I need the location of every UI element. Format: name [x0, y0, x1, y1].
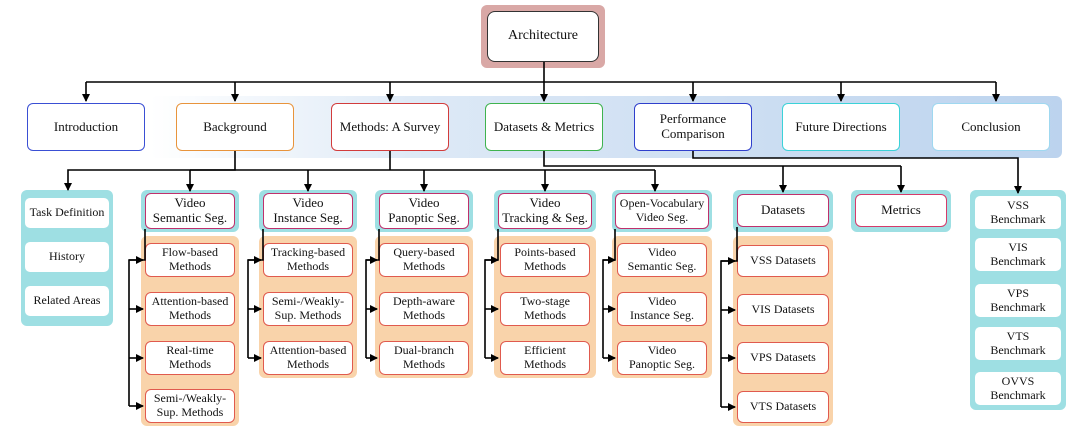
ovvs-item-panoptic: Video Panoptic Seg.	[617, 341, 707, 375]
section-datasets-metrics: Datasets & Metrics	[485, 103, 603, 151]
section-conclusion: Conclusion	[932, 103, 1050, 151]
vss-item-real-time: Real-time Methods	[145, 341, 235, 375]
vts-item-efficient: Efficient Methods	[500, 341, 590, 375]
section-background: Background	[176, 103, 294, 151]
background-item-history: History	[24, 241, 110, 273]
vis-item-attention-based: Attention-based Methods	[263, 341, 353, 375]
vps-item-dual-branch: Dual-branch Methods	[379, 341, 469, 375]
section-future-directions: Future Directions	[782, 103, 900, 151]
ovvs-item-instance: Video Instance Seg.	[617, 292, 707, 326]
section-performance-comparison: Performance Comparison	[634, 103, 752, 151]
ovvs-group-header: Open-Vocabulary Video Seg.	[615, 193, 709, 229]
dataset-item-vps: VPS Datasets	[737, 342, 829, 374]
vss-item-attention-based: Attention-based Methods	[145, 292, 235, 326]
sections-band	[150, 96, 1062, 158]
vis-item-semi-weakly: Semi-/Weakly- Sup. Methods	[263, 292, 353, 326]
benchmark-vps: VPS Benchmark	[974, 283, 1062, 318]
dataset-item-vis: VIS Datasets	[737, 294, 829, 326]
benchmark-vts: VTS Benchmark	[974, 326, 1062, 361]
dataset-item-vts: VTS Datasets	[737, 391, 829, 423]
vts-item-points-based: Points-based Methods	[500, 243, 590, 277]
benchmark-vis: VIS Benchmark	[974, 237, 1062, 272]
vps-item-query-based: Query-based Methods	[379, 243, 469, 277]
vis-group-header: Video Instance Seg.	[263, 193, 353, 229]
vis-item-tracking-based: Tracking-based Methods	[263, 243, 353, 277]
section-introduction: Introduction	[27, 103, 145, 151]
dataset-item-vss: VSS Datasets	[737, 245, 829, 277]
metrics-node: Metrics	[855, 194, 947, 227]
vps-item-depth-aware: Depth-aware Methods	[379, 292, 469, 326]
vts-group-header: Video Tracking & Seg.	[498, 193, 592, 229]
vts-item-two-stage: Two-stage Methods	[500, 292, 590, 326]
vss-group-header: Video Semantic Seg.	[145, 193, 235, 229]
vss-item-flow-based: Flow-based Methods	[145, 243, 235, 277]
section-methods: Methods: A Survey	[331, 103, 449, 151]
ovvs-item-semantic: Video Semantic Seg.	[617, 243, 707, 277]
benchmark-ovvs: OVVS Benchmark	[974, 371, 1062, 406]
root-node: Architecture	[487, 11, 599, 62]
benchmark-vss: VSS Benchmark	[974, 195, 1062, 230]
background-item-task-definition: Task Definition	[24, 197, 110, 229]
datasets-group-header: Datasets	[737, 194, 829, 227]
background-item-related-areas: Related Areas	[24, 285, 110, 317]
vss-item-semi-weakly: Semi-/Weakly- Sup. Methods	[145, 389, 235, 423]
vps-group-header: Video Panoptic Seg.	[379, 193, 469, 229]
